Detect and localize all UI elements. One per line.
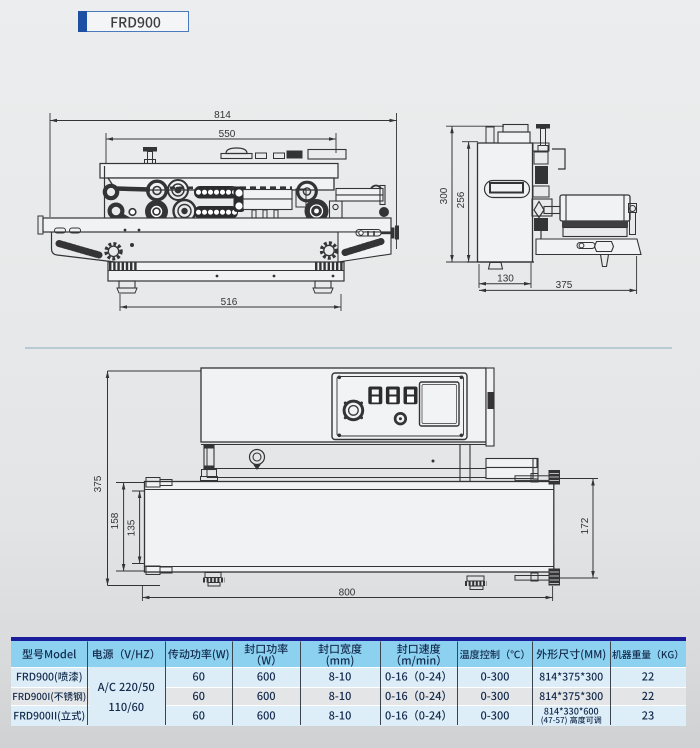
svg-text:800: 800 (339, 587, 356, 598)
svg-text:300: 300 (439, 187, 450, 204)
svg-text:172: 172 (580, 517, 591, 534)
svg-text:814: 814 (214, 110, 231, 121)
svg-text:516: 516 (221, 297, 238, 308)
svg-text:135: 135 (127, 519, 138, 536)
svg-text:375: 375 (93, 475, 104, 492)
svg-text:130: 130 (497, 274, 514, 285)
svg-text:158: 158 (110, 512, 121, 529)
svg-text:256: 256 (456, 191, 467, 208)
svg-text:550: 550 (219, 129, 236, 140)
svg-text:375: 375 (556, 280, 573, 291)
